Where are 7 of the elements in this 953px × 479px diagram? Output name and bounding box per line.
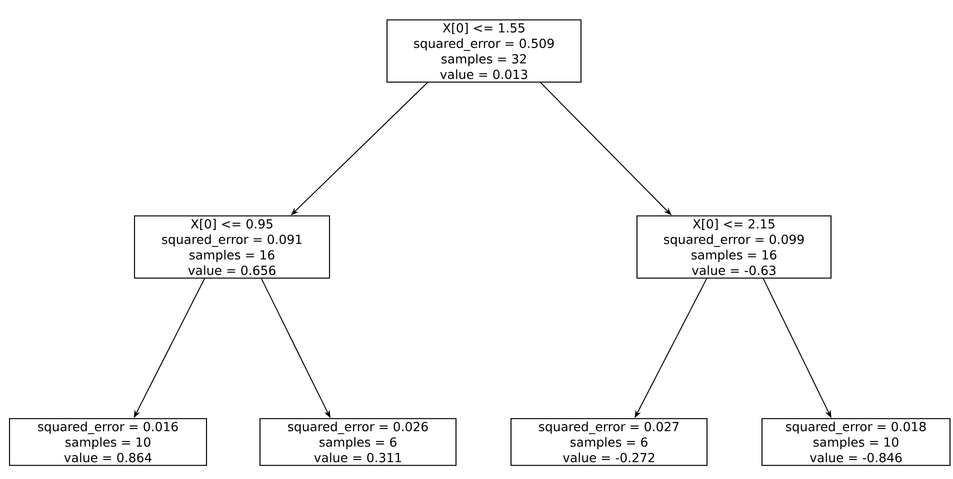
tree-node-box: squared_error = 0.026 samples = 6 value = 0.311 (260, 418, 456, 466)
tree-node-box: X[0] <= 0.95 squared_error = 0.091 samples = 16 value = 0.656 (134, 215, 330, 279)
tree-node-box: squared_error = 0.016 samples = 10 value = 0.864 (9, 418, 207, 466)
tree-node-box: squared_error = 0.018 samples = 10 value = -0.846 (762, 418, 950, 466)
tree-node-box: X[0] <= 2.15 squared_error = 0.099 samples = 16 value = -0.63 (636, 215, 832, 279)
tree-node-box: squared_error = 0.027 samples = 6 value = -0.272 (510, 418, 708, 466)
tree-node-box: X[0] <= 1.55 squared_error = 0.509 samples = 32 value = 0.013 (386, 19, 582, 83)
